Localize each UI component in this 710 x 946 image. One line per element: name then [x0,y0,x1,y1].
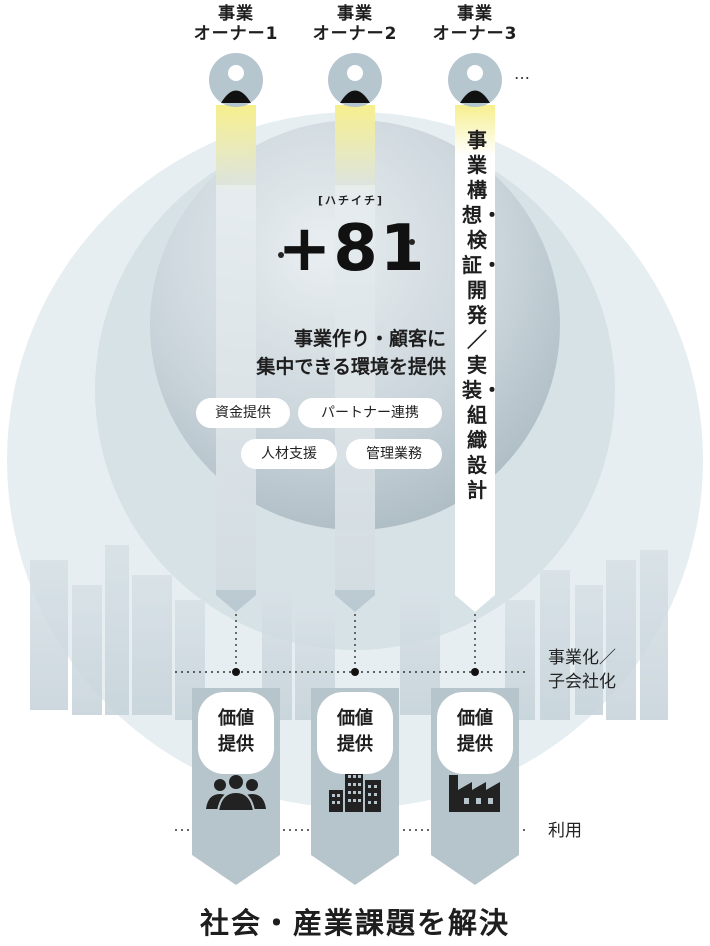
owner-label-1: 事業 オーナー1 [181,4,291,44]
tagline: 事業作り・顧客に 集中できる環境を提供 [196,325,446,381]
tagline-line2: 集中できる環境を提供 [256,356,446,378]
stage-label-incorporation: 事業化／ 子会社化 [548,646,616,694]
value-box-3-line2: 提供 [457,734,493,755]
value-box-3: 価値 提供 [437,692,513,774]
owner-1-line2: オーナー1 [193,24,279,44]
stage-label-usage: 利用 [548,821,582,841]
owner-columns [216,105,495,612]
owner-label-2: 事業 オーナー2 [300,4,410,44]
stage-incorporation-line2: 子会社化 [548,672,616,692]
owner-3-line2: オーナー3 [432,24,518,44]
owner-label-3: 事業 オーナー3 [420,4,530,44]
owner-2-line1: 事業 [337,4,373,24]
owner-3-line1: 事業 [457,4,493,24]
owner-1-line1: 事業 [218,4,254,24]
service-pill-partner: パートナー連携 [298,398,442,428]
service-pill-admin: 管理業務 [346,439,442,469]
service-pill-funding: 資金提供 [196,398,290,428]
value-box-2-line2: 提供 [337,734,373,755]
value-box-2: 価値 提供 [317,692,393,774]
value-box-3-line1: 価値 [457,708,493,729]
more-owners-ellipsis: … [514,64,532,83]
logo-texture [278,236,415,258]
city-skyline [30,545,668,720]
value-box-2-line1: 価値 [337,708,373,729]
service-pill-talent: 人材支援 [241,439,337,469]
buildings-icon [329,764,381,812]
owner-3-activities: 事業構想・検証・開発／実装・組織設計 [462,128,502,502]
owner-avatars [209,53,502,107]
brand-logo: +81 [277,212,427,286]
tagline-line1: 事業作り・顧客に [293,328,446,350]
value-box-1-line2: 提供 [218,734,254,755]
value-box-1: 価値 提供 [198,692,274,774]
bottom-title: 社会・産業課題を解決 [199,906,510,940]
owner-2-line2: オーナー2 [312,24,398,44]
value-box-1-line1: 価値 [218,708,254,729]
people-icon [206,773,266,812]
stage-incorporation-line1: 事業化／ [548,648,616,668]
brand-reading: [ハチイチ] [317,194,385,207]
